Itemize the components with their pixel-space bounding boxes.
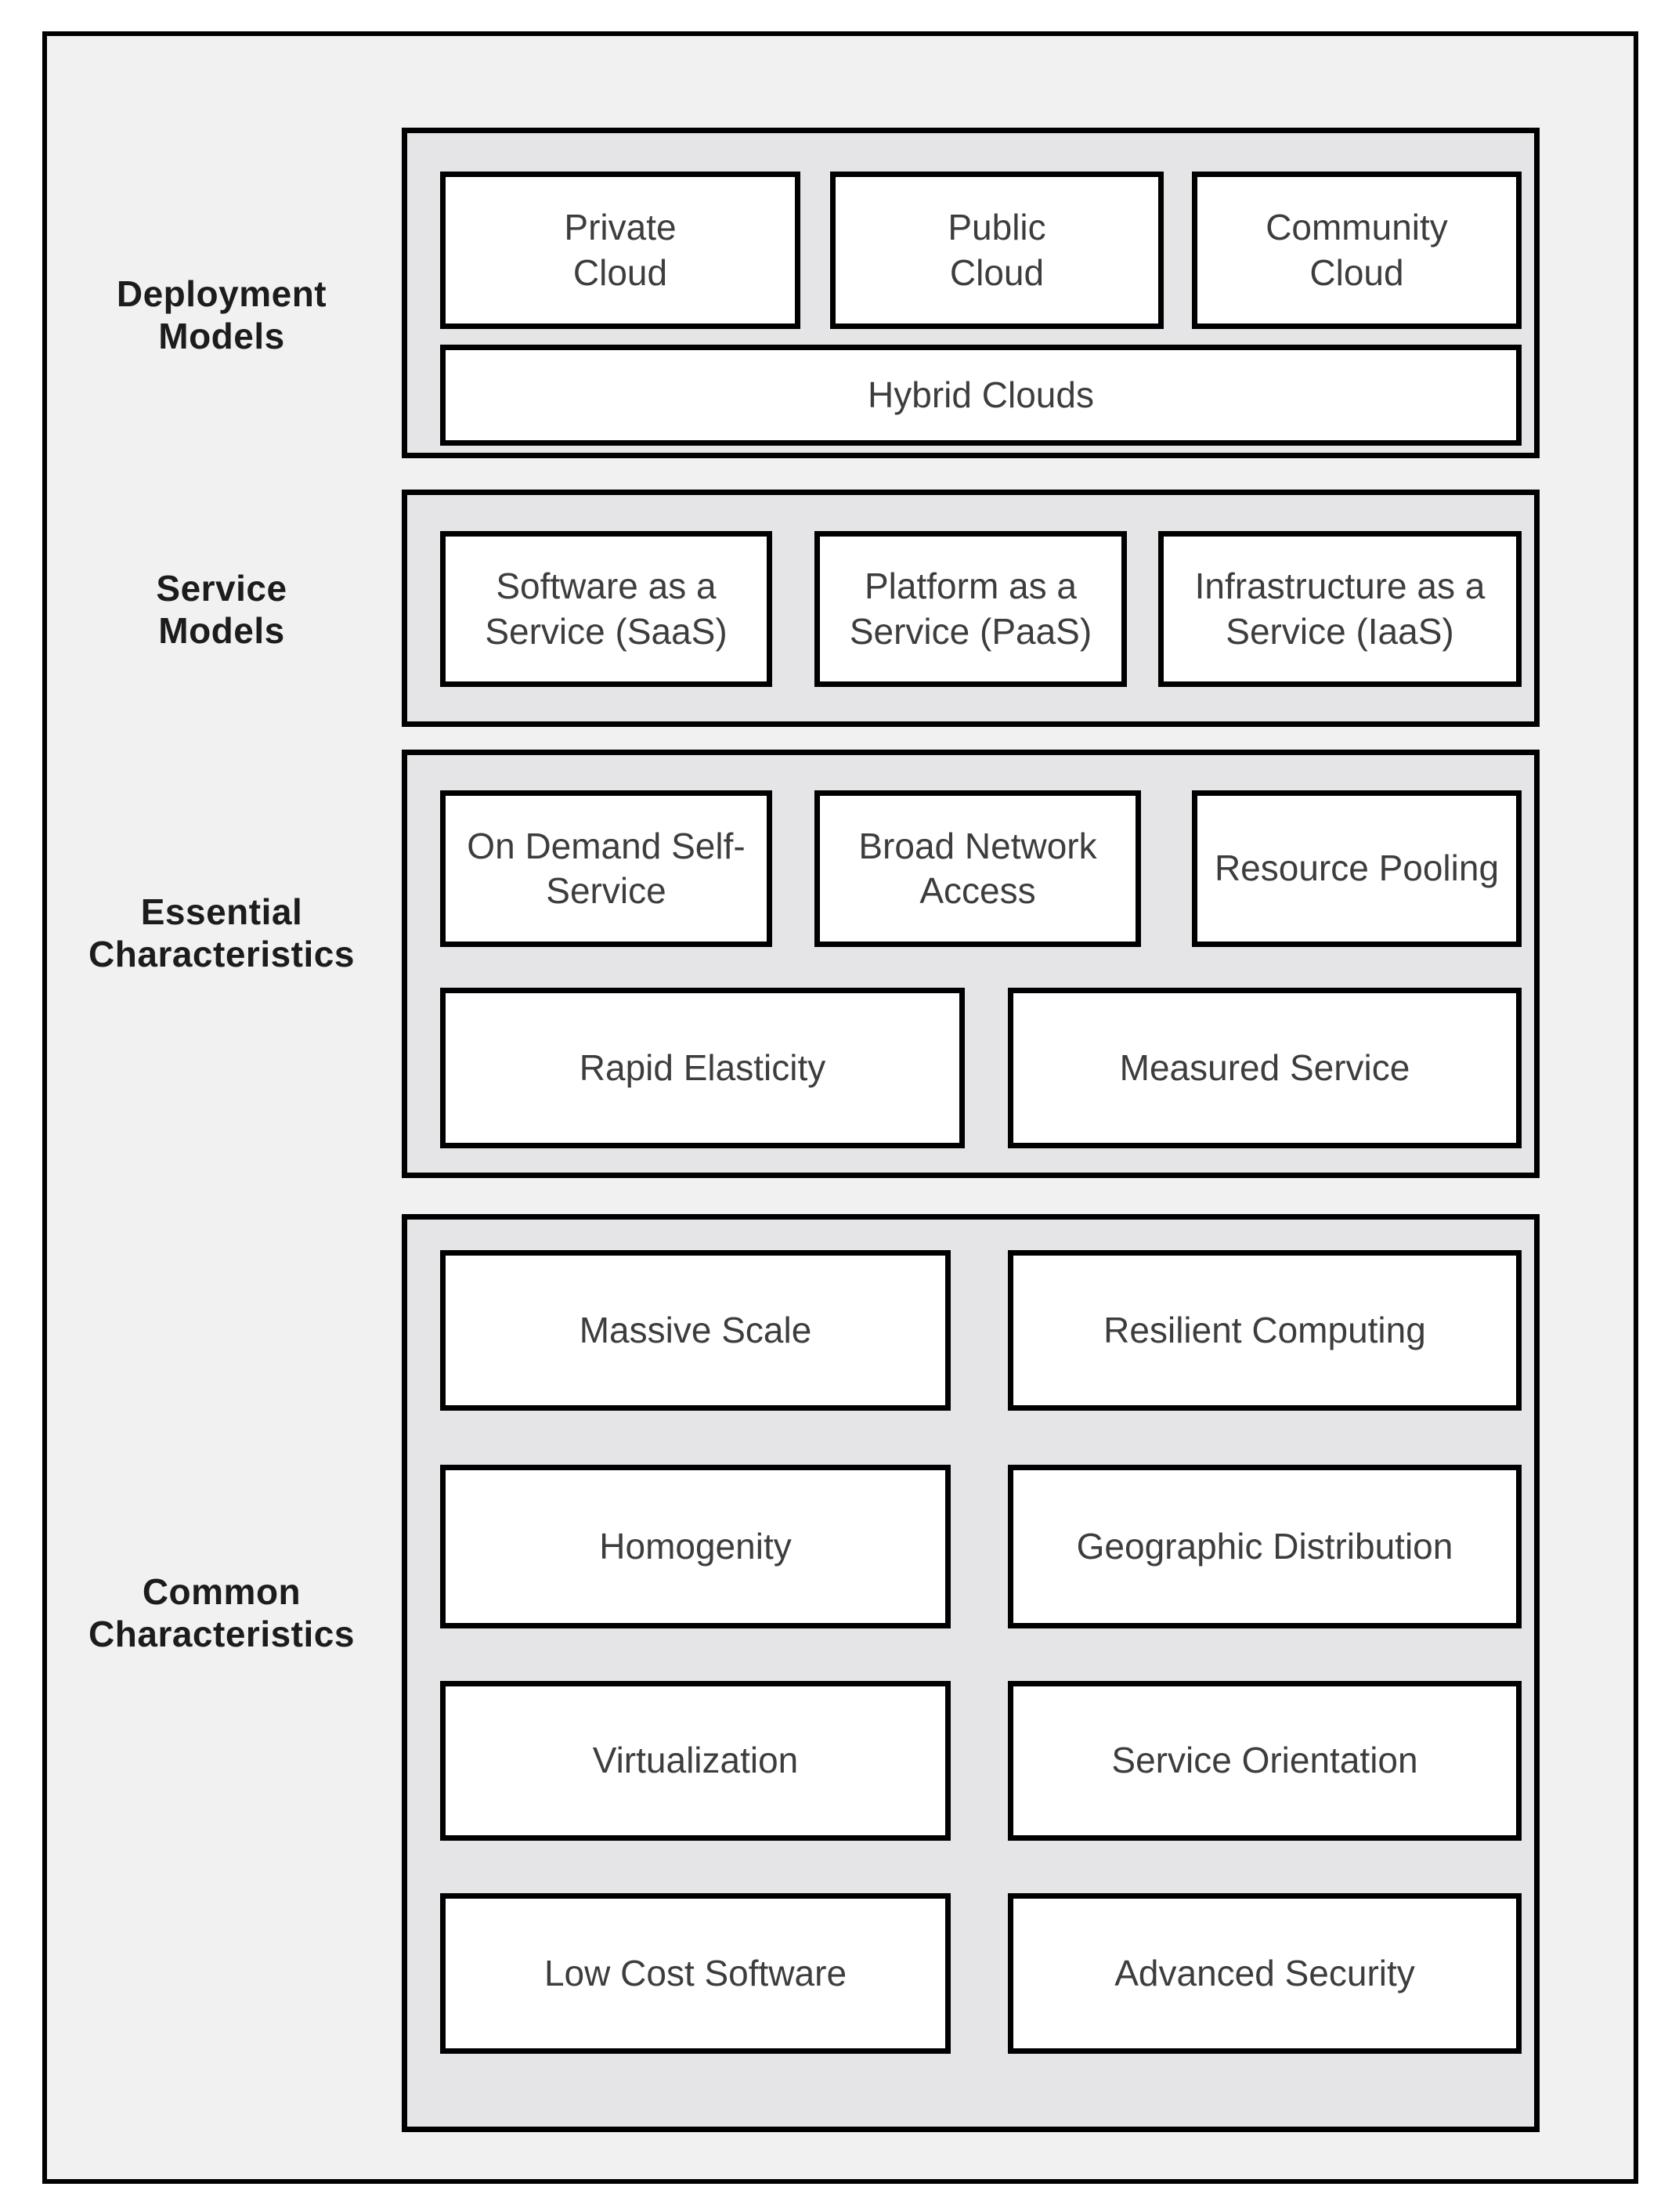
box-geographic-distribution-label: Geographic Distribution bbox=[1076, 1525, 1453, 1567]
box-advanced-security: Advanced Security bbox=[1008, 1893, 1522, 2054]
box-rapid-elasticity-label: Rapid Elasticity bbox=[579, 1046, 826, 1088]
box-virtualization-label: Virtualization bbox=[592, 1740, 799, 1781]
box-measured-service: Measured Service bbox=[1008, 988, 1522, 1148]
box-virtualization: Virtualization bbox=[440, 1681, 951, 1841]
box-homogenity-label: Homogenity bbox=[599, 1525, 792, 1567]
box-homogenity: Homogenity bbox=[440, 1465, 951, 1628]
box-hybrid-clouds: Hybrid Clouds bbox=[440, 345, 1522, 446]
box-measured-service-label: Measured Service bbox=[1119, 1046, 1410, 1088]
box-rapid-elasticity: Rapid Elasticity bbox=[440, 988, 965, 1148]
box-service-orientation: Service Orientation bbox=[1008, 1681, 1522, 1841]
box-on-demand-self-service: On Demand Self-Service bbox=[440, 790, 772, 947]
box-low-cost-software: Low Cost Software bbox=[440, 1893, 951, 2054]
box-resilient-computing: Resilient Computing bbox=[1008, 1250, 1522, 1411]
box-resilient-computing-label: Resilient Computing bbox=[1103, 1309, 1426, 1350]
box-geographic-distribution: Geographic Distribution bbox=[1008, 1465, 1522, 1628]
section-common-characteristics: Massive Scale Resilient Computing Homoge… bbox=[402, 1214, 1540, 2132]
box-low-cost-software-label: Low Cost Software bbox=[543, 1952, 847, 1993]
box-massive-scale-label: Massive Scale bbox=[579, 1309, 812, 1350]
box-hybrid-clouds-label: Hybrid Clouds bbox=[868, 374, 1094, 415]
box-on-demand-self-service-label: On Demand Self-Service bbox=[467, 825, 746, 912]
box-resource-pooling-label: Resource Pooling bbox=[1214, 848, 1500, 889]
box-massive-scale: Massive Scale bbox=[440, 1250, 951, 1411]
box-resource-pooling: Resource Pooling bbox=[1192, 790, 1522, 947]
box-service-orientation-label: Service Orientation bbox=[1111, 1740, 1418, 1781]
box-advanced-security-label: Advanced Security bbox=[1114, 1952, 1415, 1993]
